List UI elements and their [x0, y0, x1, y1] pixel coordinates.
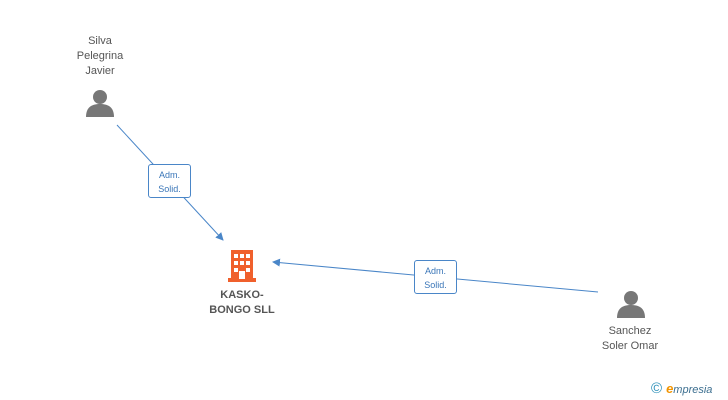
brand-logo: empresia — [666, 380, 713, 396]
edge-label-sanchez-role: Adm. Solid. — [414, 260, 457, 294]
building-icon[interactable] — [228, 250, 256, 282]
copyright-icon: © — [651, 380, 663, 397]
edge-label-silva-role: Adm. Solid. — [148, 164, 191, 198]
person-name-silva[interactable]: Silva Pelegrina Javier — [76, 35, 124, 77]
person-icon[interactable] — [617, 291, 645, 318]
company-name[interactable]: KASKO- BONGO SLL — [209, 289, 275, 316]
empresia-watermark[interactable]: © empresia — [651, 381, 712, 397]
person-name-sanchez[interactable]: Sanchez Soler Omar — [601, 325, 659, 352]
person-icon[interactable] — [86, 90, 114, 117]
